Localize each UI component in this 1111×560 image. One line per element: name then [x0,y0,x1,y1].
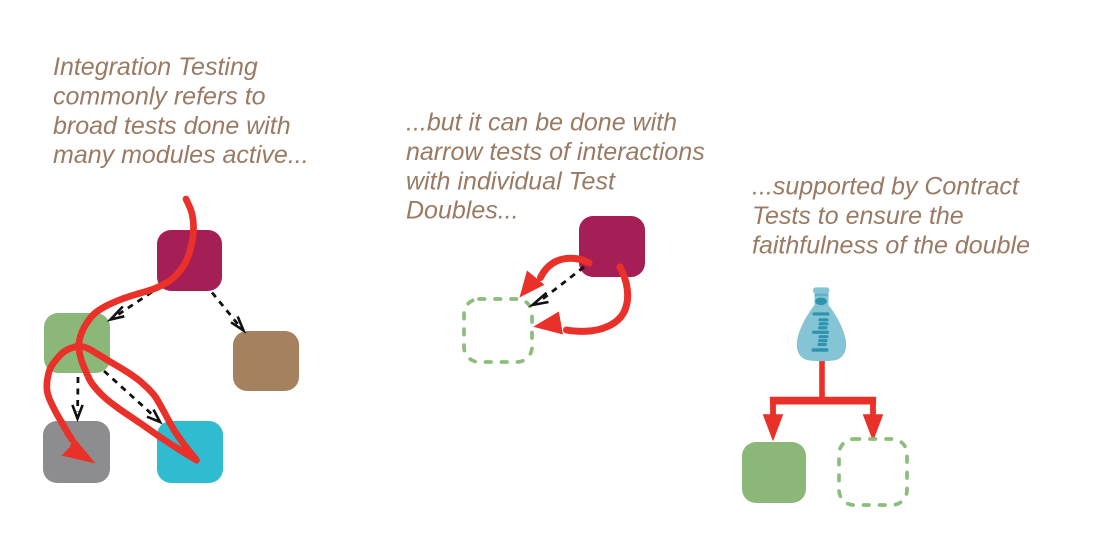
svg-text:Doubles...: Doubles... [406,197,519,225]
svg-text:broad tests done with: broad tests done with [53,112,291,140]
svg-text:many modules active...: many modules active... [53,141,309,169]
svg-text:faithfulness of the double: faithfulness of the double [752,231,1030,259]
svg-text:commonly refers to: commonly refers to [53,82,266,110]
svg-text:Integration Testing: Integration Testing [53,53,258,81]
svg-text:...but it can be done with: ...but it can be done with [406,109,677,137]
svg-text:...supported by Contract: ...supported by Contract [752,173,1020,201]
svg-text:with individual Test: with individual Test [406,167,616,195]
svg-text:narrow tests of interactions: narrow tests of interactions [406,138,705,166]
svg-text:Tests to ensure the: Tests to ensure the [752,202,964,230]
